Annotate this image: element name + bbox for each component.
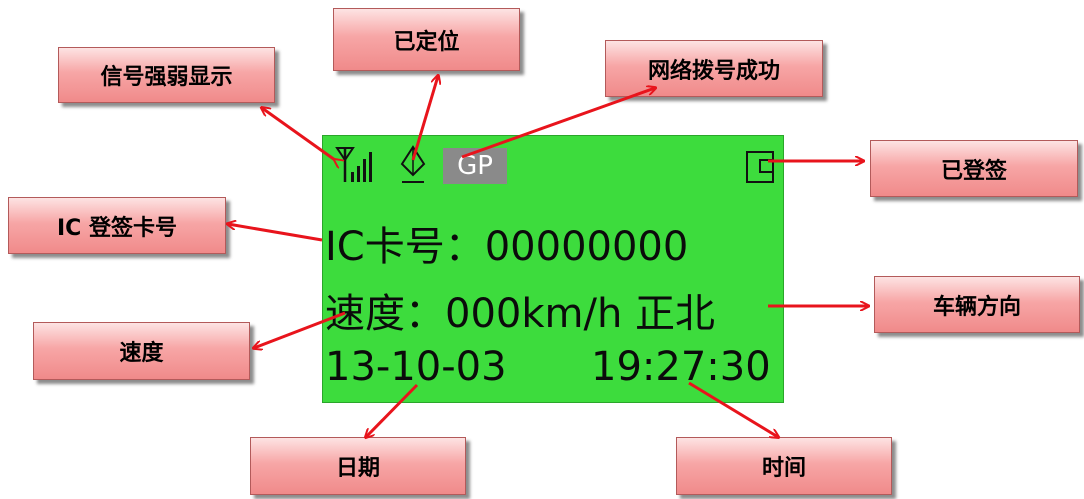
callout-ic-card: IC 登签卡号 (8, 197, 226, 254)
callout-date: 日期 (250, 437, 466, 495)
callout-speed: 速度 (33, 322, 250, 380)
callout-network-dialup: 网络拨号成功 (605, 40, 823, 97)
arrow-speed (254, 311, 346, 348)
ic-card-number: IC卡号：00000000 (325, 224, 689, 270)
arrow-signal (262, 108, 335, 160)
speed-direction-line: 速度：000km/h 正北 (325, 291, 716, 337)
arrow-date (366, 383, 419, 437)
arrow-network (461, 88, 655, 159)
callout-positioned: 已定位 (333, 8, 520, 71)
lcd-time: 19:27:30 (591, 344, 771, 390)
callout-signal-strength: 信号强弱显示 (58, 47, 275, 103)
lcd-date: 13-10-03 (325, 344, 507, 390)
callout-vehicle-direction: 车辆方向 (874, 276, 1080, 333)
arrow-ic-card (228, 224, 323, 242)
signed-in-icon (746, 151, 774, 183)
callout-signed-in: 已登签 (870, 140, 1078, 197)
gps-position-icon (400, 145, 426, 183)
arrow-time (688, 381, 778, 437)
lcd-screen: GP IC卡号：00000000 速度：000km/h 正北 13-10-03 … (322, 135, 784, 403)
arrow-positioned (411, 76, 438, 161)
callout-time: 时间 (676, 437, 892, 495)
